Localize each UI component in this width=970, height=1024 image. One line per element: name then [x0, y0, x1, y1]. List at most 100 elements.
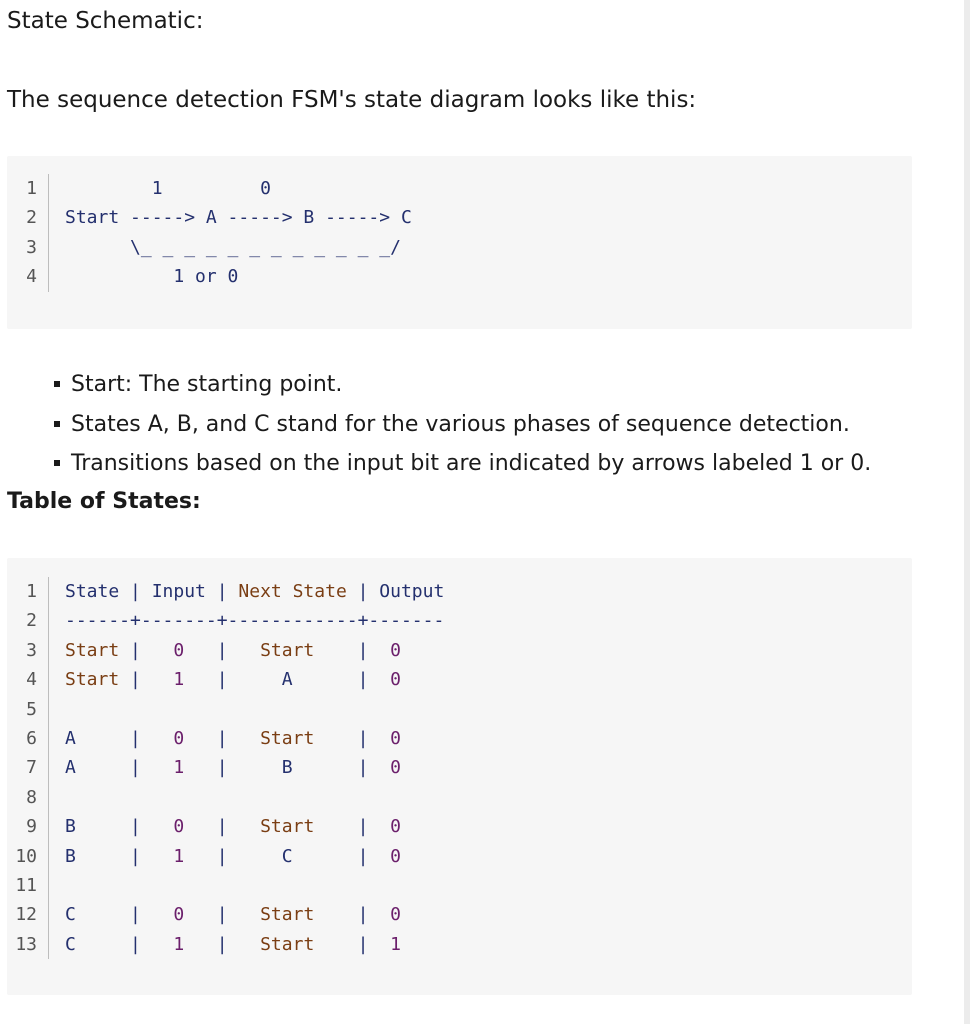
cell-state: B: [65, 845, 76, 867]
scrollbar-track[interactable]: [964, 0, 970, 1024]
column-separator: |: [119, 639, 174, 661]
line-number: 2: [26, 610, 37, 632]
cell-output: 0: [390, 727, 401, 749]
column-separator: |: [184, 845, 282, 867]
code-line-text: A | 0 | Start | 0: [48, 723, 401, 754]
column-separator: |: [184, 757, 282, 779]
code-line-text: C | 1 | Start | 1: [48, 929, 401, 960]
column-separator: |: [119, 581, 152, 602]
line-number: 3: [26, 639, 37, 661]
code-line-text: Start -----> A -----> B -----> C: [48, 203, 412, 233]
column-separator: |: [314, 727, 391, 749]
line-number: 2: [26, 207, 37, 229]
code-line: 2 Start -----> A -----> B -----> C: [7, 203, 412, 233]
bullet-item-states: States A, B, and C stand for the various…: [42, 405, 871, 445]
line-number: 4: [26, 266, 37, 288]
header-state: State: [65, 581, 120, 602]
code-line-text: [48, 782, 65, 813]
column-separator: |: [292, 669, 391, 691]
cell-next-state: Start: [260, 639, 315, 661]
column-separator: |: [184, 816, 261, 838]
bullet-item-transitions: Transitions based on the input bit are i…: [42, 444, 871, 484]
line-number: 6: [26, 727, 37, 749]
column-separator: |: [184, 639, 261, 661]
line-number: 11: [15, 874, 37, 896]
line-number: 8: [26, 786, 37, 808]
cell-state: Start: [65, 639, 120, 661]
column-separator: |: [75, 933, 174, 955]
cell-input: 0: [173, 816, 185, 838]
column-separator: |: [292, 845, 391, 867]
cell-next-state: A: [281, 669, 293, 691]
code-line-text: \_ _ _ _ _ _ _ _ _ _ _ _/: [48, 232, 401, 263]
cell-state: B: [65, 816, 76, 838]
cell-next-state: Start: [260, 933, 315, 955]
column-separator: |: [346, 581, 380, 602]
column-separator: |: [75, 816, 174, 838]
cell-next-state: Start: [260, 904, 315, 926]
cell-output: 0: [390, 669, 401, 691]
cell-state: C: [65, 904, 76, 926]
column-separator: |: [75, 904, 174, 926]
code-line-text: A | 1 | B | 0: [48, 753, 401, 783]
header-input: Input: [151, 581, 206, 602]
cell-state: A: [65, 727, 76, 749]
line-number: 12: [15, 904, 37, 926]
cell-state: Start: [65, 669, 120, 691]
column-separator: |: [314, 816, 391, 838]
code-line-text: Start | 0 | Start | 0: [48, 635, 401, 666]
table-row: 12 C | 0 | Start | 0: [7, 900, 444, 930]
line-number: 3: [26, 236, 37, 258]
code-line-text: State | Input | Next State | Output: [48, 577, 445, 607]
cell-input: 1: [173, 933, 185, 955]
code-line: 3 \_ _ _ _ _ _ _ _ _ _ _ _/: [7, 232, 412, 263]
column-separator: |: [314, 933, 391, 955]
blank-line: 11: [7, 870, 444, 901]
line-number: 10: [15, 845, 37, 867]
cell-input: 0: [173, 727, 185, 749]
code-line-text: [48, 694, 65, 724]
column-separator: |: [75, 845, 174, 867]
intro-paragraph: The sequence detection FSM's state diagr…: [7, 87, 697, 113]
cell-output: 0: [390, 639, 401, 661]
table-row: 4 Start | 1 | A | 0: [7, 665, 444, 695]
column-separator: |: [292, 757, 391, 779]
cell-next-state: C: [281, 845, 293, 867]
code-line-text: 1 or 0: [48, 262, 238, 292]
blank-line: 5: [7, 694, 444, 724]
column-separator: |: [314, 639, 391, 661]
cell-input: 1: [173, 669, 185, 691]
cell-input: 1: [173, 757, 185, 779]
column-separator: |: [119, 669, 174, 691]
code-line-text: ------+-------+------------+-------: [48, 606, 444, 636]
cell-input: 1: [173, 845, 185, 867]
column-separator: |: [314, 904, 391, 926]
cell-state: C: [65, 933, 76, 955]
code-line-text: [48, 870, 65, 901]
cell-output: 1: [390, 933, 401, 955]
cell-output: 0: [390, 816, 401, 838]
cell-state: A: [65, 757, 76, 779]
cell-next-state: B: [281, 757, 293, 779]
code-line-text: B | 1 | C | 0: [48, 841, 401, 871]
bullet-list: Start: The starting point. States A, B, …: [42, 365, 871, 484]
table-row: 10 B | 1 | C | 0: [7, 841, 444, 871]
code-line-text: Start | 1 | A | 0: [48, 665, 401, 695]
header-output: Output: [379, 581, 445, 602]
column-separator: |: [205, 581, 239, 602]
table-row: 6 A | 0 | Start | 0: [7, 723, 444, 754]
table-row: 3 Start | 0 | Start | 0: [7, 635, 444, 666]
code-line-text: C | 0 | Start | 0: [48, 900, 401, 930]
cell-input: 0: [173, 904, 185, 926]
column-separator: |: [184, 904, 261, 926]
cell-next-state: Start: [260, 727, 315, 749]
line-number: 4: [26, 669, 37, 691]
